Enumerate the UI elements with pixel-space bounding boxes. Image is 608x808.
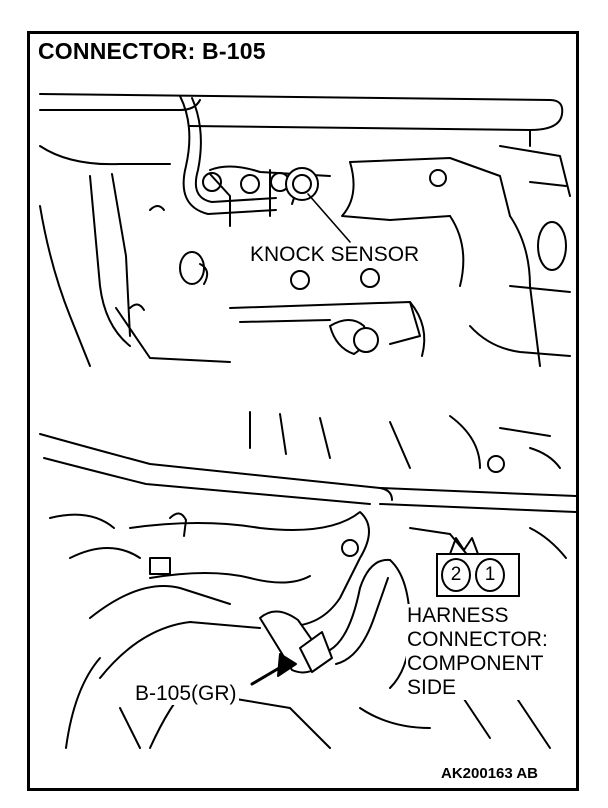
connector-b105-label: B-105(GR) xyxy=(133,682,239,705)
harness-label-line-3: COMPONENT xyxy=(406,652,549,676)
harness-illustration xyxy=(39,411,576,749)
pin-2: 2 xyxy=(441,558,471,592)
diagram-title: CONNECTOR: B-105 xyxy=(38,38,266,64)
harness-connector-label: HARNESS CONNECTOR: COMPONENT SIDE xyxy=(404,604,551,700)
pin-1: 1 xyxy=(475,558,505,592)
harness-label-line-4: SIDE xyxy=(406,676,549,700)
knock-sensor-illustration xyxy=(39,93,571,367)
figure-code: AK200163 AB xyxy=(441,765,538,782)
harness-label-line-1: HARNESS xyxy=(406,604,549,628)
knock-sensor-label: KNOCK SENSOR xyxy=(248,243,422,266)
harness-label-line-2: CONNECTOR: xyxy=(406,628,549,652)
